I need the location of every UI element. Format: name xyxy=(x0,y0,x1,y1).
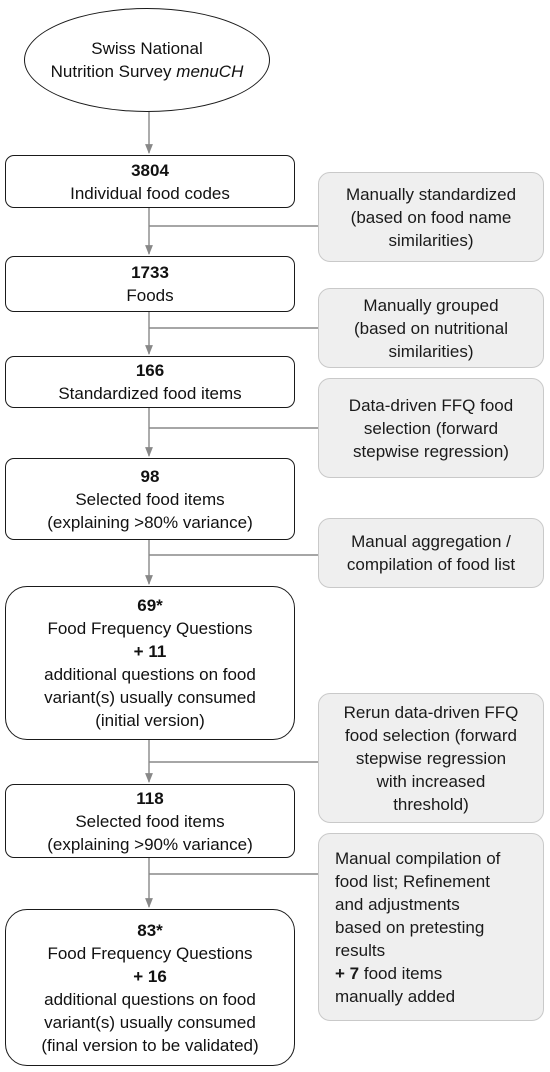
note-text: Manual compilation of xyxy=(335,848,501,868)
note-text: food selection (forward xyxy=(345,725,517,745)
start-line-1: Swiss National xyxy=(91,39,203,58)
step-number: 83* xyxy=(137,920,163,940)
step-box-98: 98 Selected food items (explaining >80% … xyxy=(5,458,295,540)
step-text: (initial version) xyxy=(95,711,205,730)
step-box-69: 69* Food Frequency Questions + 11 additi… xyxy=(5,586,295,740)
note-text: with increased xyxy=(376,771,486,791)
start-oval: Swiss National Nutrition Survey menuCH xyxy=(24,8,270,112)
note-text: Manually standardized xyxy=(345,184,517,204)
step-text: (explaining >80% variance) xyxy=(47,512,253,532)
note-text: selection (forward xyxy=(363,418,499,438)
note-manual-compilation: Manual compilation of food list; Refinem… xyxy=(318,833,544,1021)
step-plus-line: + 11 xyxy=(134,640,167,663)
step-text: (final version to be validated) xyxy=(41,1035,259,1055)
plus-sign: + xyxy=(133,642,144,661)
step-number: 166 xyxy=(135,361,165,380)
note-rerun-selection: Rerun data-driven FFQ food selection (fo… xyxy=(318,693,544,823)
note-text: similarities) xyxy=(388,341,474,361)
plus-number: 16 xyxy=(147,966,167,986)
step-box-166: 166 Standardized food items xyxy=(5,356,295,408)
step-text: Food Frequency Questions xyxy=(47,943,253,963)
plus-number: 7 xyxy=(349,963,360,983)
step-box-1733: 1733 Foods xyxy=(5,256,295,312)
step-text: Individual food codes xyxy=(70,183,230,203)
note-text: based on pretesting xyxy=(335,917,485,937)
note-text: compilation of food list xyxy=(346,555,516,574)
step-text: Food Frequency Questions xyxy=(47,619,253,638)
step-text: additional questions on food xyxy=(44,989,256,1009)
note-text: manually added xyxy=(335,986,456,1006)
plus-suffix: food items xyxy=(363,963,443,983)
step-text: Standardized food items xyxy=(58,384,242,403)
note-manually-standardized: Manually standardized (based on food nam… xyxy=(318,172,544,262)
plus-sign: + xyxy=(335,963,345,983)
note-text: stepwise regression xyxy=(355,748,507,768)
step-box-3804: 3804 Individual food codes xyxy=(5,155,295,208)
step-box-83: 83* Food Frequency Questions + 16 additi… xyxy=(5,909,295,1066)
note-text: threshold) xyxy=(393,794,469,814)
start-line-2: Nutrition Survey menuCH xyxy=(51,60,244,83)
step-text: Foods xyxy=(126,286,174,305)
step-text: additional questions on food xyxy=(44,665,256,684)
plus-number: 11 xyxy=(148,642,167,661)
step-text: (explaining >90% variance) xyxy=(47,834,253,854)
note-data-driven-selection: Data-driven FFQ food selection (forward … xyxy=(318,378,544,478)
step-text: Selected food items xyxy=(75,811,225,831)
start-line-2-italic: menuCH xyxy=(176,62,244,81)
step-number: 1733 xyxy=(131,263,169,282)
note-text: Manually grouped xyxy=(363,295,499,315)
step-number: 118 xyxy=(136,788,164,808)
step-number: 3804 xyxy=(131,160,169,180)
step-plus-line: + 16 xyxy=(133,965,167,988)
plus-sign: + xyxy=(133,966,144,986)
step-box-118: 118 Selected food items (explaining >90%… xyxy=(5,784,295,858)
note-text: Data-driven FFQ food xyxy=(348,395,514,415)
note-text: results xyxy=(335,940,386,960)
note-manually-grouped: Manually grouped (based on nutritional s… xyxy=(318,288,544,368)
note-text: and adjustments xyxy=(335,894,460,914)
note-plus-line: + 7 food items xyxy=(335,962,442,985)
note-text: similarities) xyxy=(388,230,474,250)
note-text: stepwise regression) xyxy=(353,441,509,461)
note-text: Manual aggregation / xyxy=(351,532,511,551)
step-text: variant(s) usually consumed xyxy=(44,1012,256,1032)
step-text: variant(s) usually consumed xyxy=(44,688,256,707)
note-text: (based on food name xyxy=(350,207,512,227)
note-text: (based on nutritional xyxy=(353,318,509,338)
note-text: Rerun data-driven FFQ xyxy=(343,702,519,722)
step-number: 69* xyxy=(137,596,163,615)
step-number: 98 xyxy=(140,466,160,486)
step-text: Selected food items xyxy=(75,489,225,509)
start-line-2-text: Nutrition Survey xyxy=(50,62,172,81)
note-manual-aggregation: Manual aggregation / compilation of food… xyxy=(318,518,544,588)
note-text: food list; Refinement xyxy=(335,871,490,891)
